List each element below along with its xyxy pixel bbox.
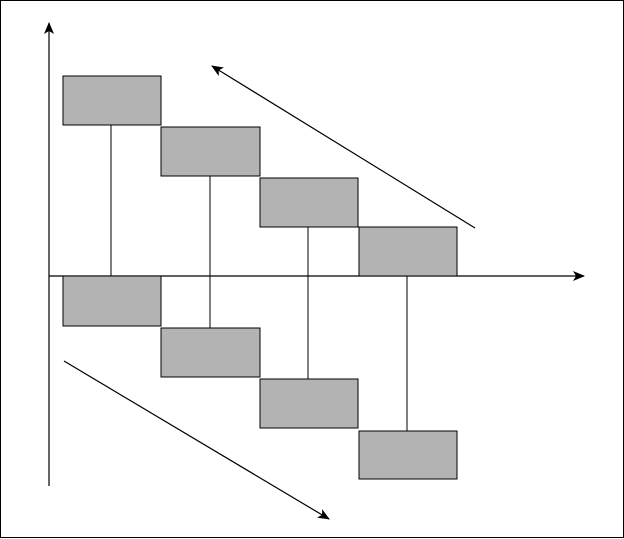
upper-block-4 <box>359 227 457 276</box>
lower-block-4 <box>359 431 457 479</box>
upper-block-3 <box>260 178 358 227</box>
upper-block-2 <box>161 127 260 176</box>
lower-block-1 <box>63 276 161 326</box>
lower-block-3 <box>260 379 358 428</box>
upper-block-1 <box>63 76 161 125</box>
lower-block-2 <box>161 328 260 377</box>
